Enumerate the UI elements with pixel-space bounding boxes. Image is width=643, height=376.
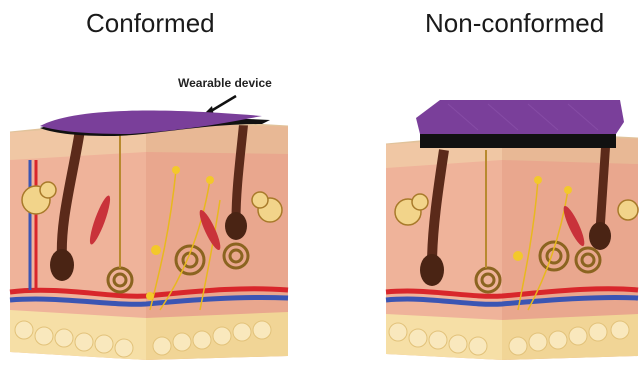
skin-diagram-conformed bbox=[0, 60, 290, 376]
wearable-device-non-conformed bbox=[416, 100, 624, 134]
device-backing bbox=[420, 134, 616, 148]
skin-diagram-non-conformed bbox=[378, 60, 643, 376]
